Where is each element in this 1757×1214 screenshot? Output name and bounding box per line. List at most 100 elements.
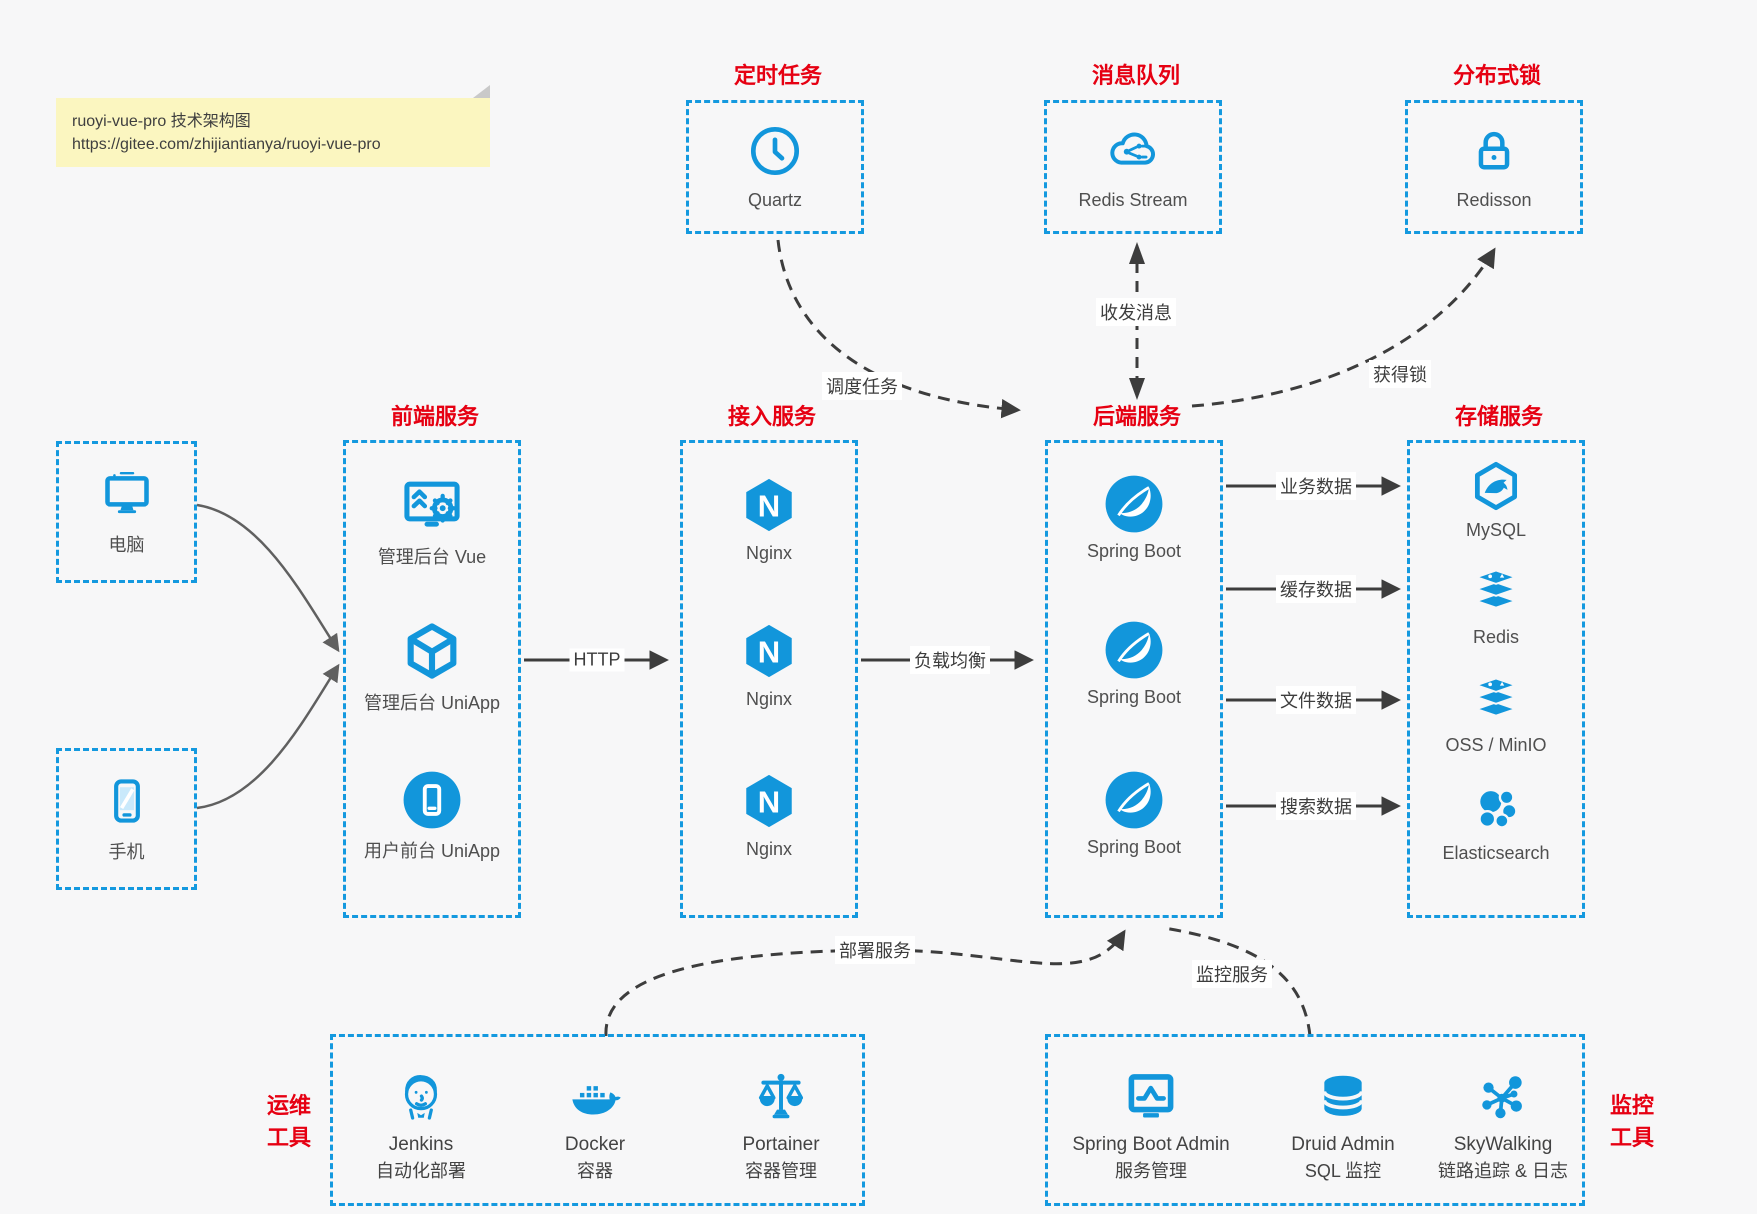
item-skywalking: SkyWalking 链路追踪 & 日志 <box>1403 1069 1603 1184</box>
portainer-icon <box>758 1073 804 1119</box>
oss-minio-label: OSS / MinIO <box>1445 735 1547 755</box>
admin-vue-icon <box>404 481 460 527</box>
item-admin-uniapp: 管理后台 UniApp <box>346 619 518 715</box>
springboot-label: Spring Boot <box>1086 837 1182 857</box>
elasticsearch-label: Elasticsearch <box>1442 843 1550 863</box>
redisson-label: Redisson <box>1456 190 1532 210</box>
database-icon <box>1322 1075 1364 1116</box>
springboot-admin-label: Spring Boot Admin <box>1072 1134 1230 1155</box>
druid-admin-label: Druid Admin <box>1291 1134 1395 1155</box>
item-springboot-3: Spring Boot <box>1048 769 1220 858</box>
item-jenkins: Jenkins 自动化部署 <box>321 1069 521 1184</box>
box-phone: 手机 <box>56 748 197 890</box>
box-backend: Spring Boot Spring Boot Spring Boot <box>1045 440 1223 918</box>
item-oss-minio: OSS / MinIO <box>1410 675 1582 756</box>
edge-label-messages: 收发消息 <box>1096 298 1176 326</box>
ops-tools-side-label: 运维 工具 <box>254 1090 324 1154</box>
box-monitoring-tools: Spring Boot Admin 服务管理 Druid Admin SQL 监… <box>1045 1034 1585 1206</box>
edge-label-load-balance: 负载均衡 <box>910 646 990 674</box>
computer-label: 电脑 <box>108 534 145 555</box>
storage-stack-icon <box>1473 677 1519 717</box>
spring-icon <box>1105 771 1163 829</box>
jenkins-icon <box>404 1075 438 1120</box>
admin-monitor-icon <box>1128 1074 1174 1118</box>
item-springboot-admin: Spring Boot Admin 服务管理 <box>1051 1069 1251 1184</box>
item-user-uniapp: 用户前台 UniApp <box>346 769 518 863</box>
skywalking-icon <box>1482 1076 1522 1119</box>
mobile-app-icon <box>403 771 461 829</box>
box-ops-tools: Jenkins 自动化部署 Docker 容器 <box>330 1034 865 1206</box>
monitoring-label-line1: 监控 <box>1609 1093 1654 1118</box>
docker-label: Docker <box>564 1134 626 1155</box>
title-storage: 存储服务 <box>1454 404 1544 429</box>
redis-stack-icon <box>1473 569 1519 609</box>
item-mysql: MySQL <box>1410 460 1582 541</box>
box-computer: 电脑 <box>56 441 197 583</box>
admin-uniapp-label: 管理后台 UniApp <box>363 693 501 713</box>
box-redisson: Redisson <box>1405 100 1583 234</box>
edge-label-business-data: 业务数据 <box>1276 472 1356 500</box>
docker-desc: 容器 <box>577 1161 613 1181</box>
item-nginx-3: N Nginx <box>683 769 855 860</box>
nginx-label: Nginx <box>745 543 793 563</box>
nginx-icon: N <box>746 624 792 678</box>
edge-label-http: HTTP <box>569 648 625 672</box>
edge-label-search-data: 搜索数据 <box>1276 792 1356 820</box>
edge-label-file-data: 文件数据 <box>1276 686 1356 714</box>
box-quartz: Quartz <box>686 100 864 234</box>
sticky-note: ruoyi-vue-pro 技术架构图 https://gitee.com/zh… <box>56 85 490 167</box>
edge-label-monitor: 监控服务 <box>1192 960 1272 988</box>
ops-label-line2: 工具 <box>266 1125 311 1150</box>
jenkins-label: Jenkins <box>388 1134 454 1155</box>
edge-label-schedule: 调度任务 <box>822 372 902 400</box>
quartz-label: Quartz <box>747 190 803 210</box>
monitoring-tools-side-label: 监控 工具 <box>1597 1090 1667 1154</box>
note-title: ruoyi-vue-pro 技术架构图 <box>72 113 251 130</box>
item-redis: Redis <box>1410 567 1582 648</box>
desktop-icon <box>104 471 149 513</box>
nginx-icon: N <box>746 774 792 828</box>
item-portainer: Portainer 容器管理 <box>681 1069 881 1184</box>
springboot-label: Spring Boot <box>1086 687 1182 707</box>
nginx-label: Nginx <box>745 689 793 709</box>
title-scheduled-tasks: 定时任务 <box>733 63 823 88</box>
skywalking-label: SkyWalking <box>1453 1134 1553 1155</box>
user-uniapp-label: 用户前台 UniApp <box>363 841 501 861</box>
title-distributed-lock: 分布式锁 <box>1452 63 1542 88</box>
spring-icon <box>1105 475 1163 533</box>
edge-label-acquire-lock: 获得锁 <box>1369 360 1431 388</box>
cube-icon <box>407 623 457 679</box>
title-access: 接入服务 <box>727 404 817 429</box>
phone-label: 手机 <box>108 841 145 862</box>
springboot-label: Spring Boot <box>1086 541 1182 561</box>
svg-text:N: N <box>758 784 780 819</box>
box-access: N Nginx N Nginx N Nginx <box>680 440 858 918</box>
item-nginx-2: N Nginx <box>683 619 855 710</box>
item-elasticsearch: Elasticsearch <box>1410 783 1582 864</box>
smartphone-icon <box>113 778 140 823</box>
portainer-label: Portainer <box>742 1134 820 1155</box>
cloud-network-icon <box>1110 132 1155 165</box>
svg-text:N: N <box>758 634 780 669</box>
item-druid-admin: Druid Admin SQL 监控 <box>1243 1069 1443 1184</box>
jenkins-desc: 自动化部署 <box>376 1161 466 1181</box>
portainer-desc: 容器管理 <box>745 1161 817 1181</box>
title-frontend: 前端服务 <box>390 404 480 429</box>
title-message-queue: 消息队列 <box>1091 63 1181 88</box>
edge-label-deploy: 部署服务 <box>835 936 915 964</box>
redis-stream-label: Redis Stream <box>1078 190 1188 210</box>
admin-vue-label: 管理后台 Vue <box>377 547 487 567</box>
item-admin-vue: 管理后台 Vue <box>346 473 518 569</box>
lock-icon <box>1478 131 1510 170</box>
spring-icon <box>1105 621 1163 679</box>
nginx-label: Nginx <box>745 839 793 859</box>
item-springboot-2: Spring Boot <box>1048 619 1220 708</box>
box-frontend: 管理后台 Vue 管理后台 UniApp 用户前台 UniApp <box>343 440 521 918</box>
ops-label-line1: 运维 <box>266 1093 311 1118</box>
note-fold-corner <box>473 85 490 98</box>
box-redis-stream: Redis Stream <box>1044 100 1222 234</box>
item-docker: Docker 容器 <box>495 1069 695 1184</box>
mysql-icon <box>1474 461 1518 511</box>
clock-icon <box>750 126 800 176</box>
